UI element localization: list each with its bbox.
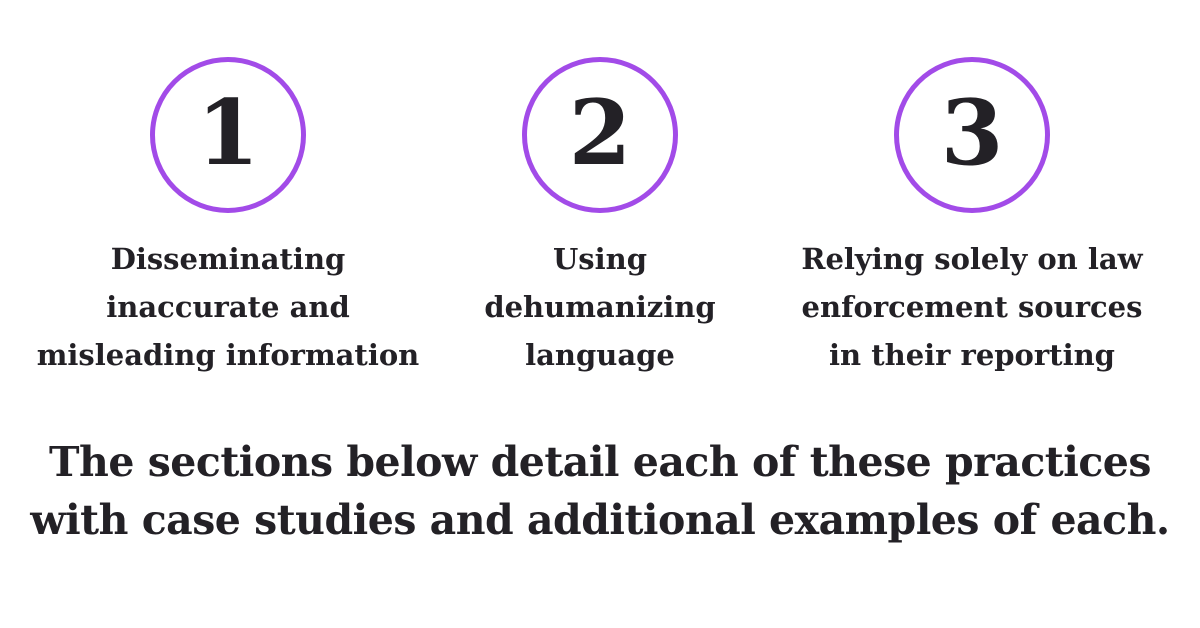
step-3-number: 3 xyxy=(940,80,1004,186)
step-1-number: 1 xyxy=(196,80,260,186)
summary-text: The sections below detail each of these … xyxy=(30,438,1170,544)
step-1-caption: Disseminating inaccurate and misleading … xyxy=(36,242,420,372)
step-2-caption: Using dehumanizing language xyxy=(484,242,716,372)
step-2-number: 2 xyxy=(568,80,632,186)
step-2: 2 Using dehumanizing language xyxy=(414,57,786,379)
step-3-caption: Relying solely on law enforcement source… xyxy=(801,242,1143,372)
steps-row: 1 Disseminating inaccurate and misleadin… xyxy=(37,57,1158,379)
step-1: 1 Disseminating inaccurate and misleadin… xyxy=(37,57,419,379)
step-2-number-circle: 2 xyxy=(522,57,678,213)
step-1-number-circle: 1 xyxy=(150,57,306,213)
step-3: 3 Relying solely on law enforcement sour… xyxy=(786,57,1158,379)
step-3-number-circle: 3 xyxy=(894,57,1050,213)
